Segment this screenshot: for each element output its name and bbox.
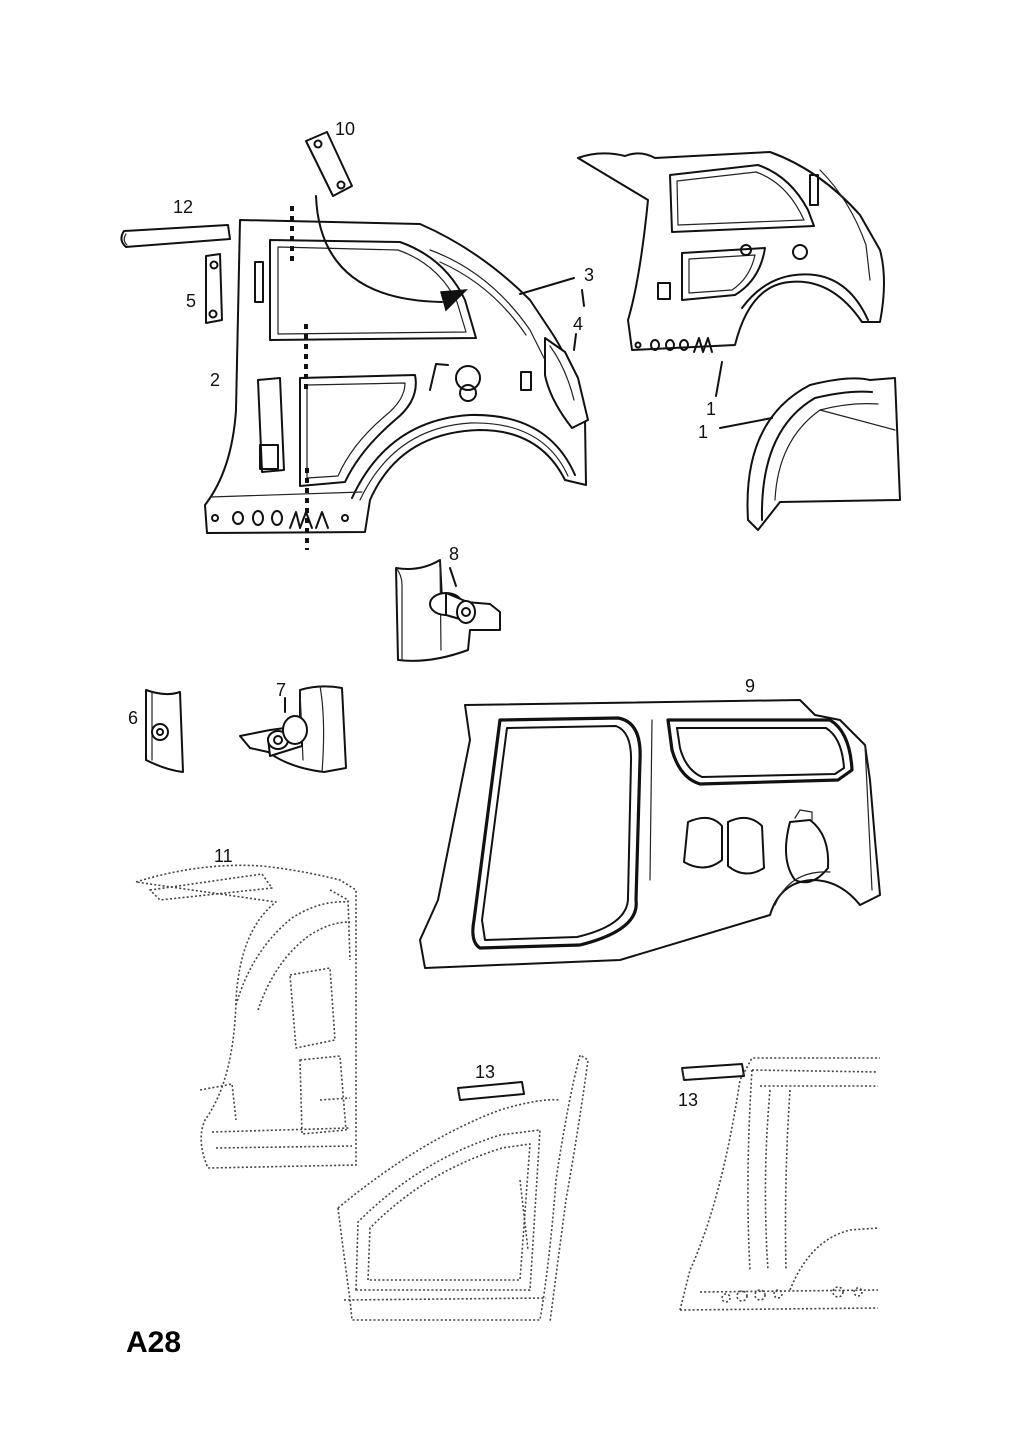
part-1-side-panel[interactable] (577, 151, 885, 353)
part-2-quarter-panel[interactable] (204, 219, 587, 534)
callout-7: 7 (276, 680, 286, 700)
callout-1: 1 (706, 399, 716, 419)
callout-labels: 10 12 5 2 3 4 1 1 8 7 6 9 11 13 13 (128, 119, 755, 1110)
callout-1-second: 1 (698, 422, 708, 442)
part-10-plate[interactable] (305, 131, 353, 197)
part-13-strip-left[interactable] (457, 1081, 525, 1101)
part-1-wheelhouse[interactable] (746, 377, 901, 531)
part-4-corner-piece[interactable] (544, 337, 589, 429)
part-7-bracket[interactable] (239, 685, 347, 773)
leader-lines (284, 277, 773, 713)
callout-6: 6 (128, 708, 138, 728)
part-11-pillar-assembly[interactable] (135, 864, 357, 1169)
callout-13-right: 13 (678, 1090, 698, 1110)
part-8-bracket[interactable] (395, 559, 501, 662)
diagram-code: A28 (126, 1326, 181, 1359)
part-6-nut-plate[interactable] (145, 689, 184, 773)
callout-9: 9 (745, 676, 755, 696)
part-12-strip[interactable] (120, 224, 231, 248)
callout-12: 12 (173, 197, 193, 217)
part-13-strip-right[interactable] (681, 1063, 745, 1081)
callout-10: 10 (335, 119, 355, 139)
callout-2: 2 (210, 370, 220, 390)
callout-3: 3 (584, 265, 594, 285)
callout-11: 11 (214, 846, 233, 866)
callout-4: 4 (573, 314, 583, 334)
part-9-side-frame[interactable] (419, 699, 881, 969)
front-door-frame (337, 1054, 589, 1323)
callout-5: 5 (186, 291, 196, 311)
rear-side-frame (679, 1057, 880, 1311)
callout-13-left: 13 (475, 1062, 495, 1082)
arrow-part-10-to-panel (315, 195, 468, 312)
callout-8: 8 (449, 544, 459, 564)
part-5-plate[interactable] (205, 253, 223, 324)
